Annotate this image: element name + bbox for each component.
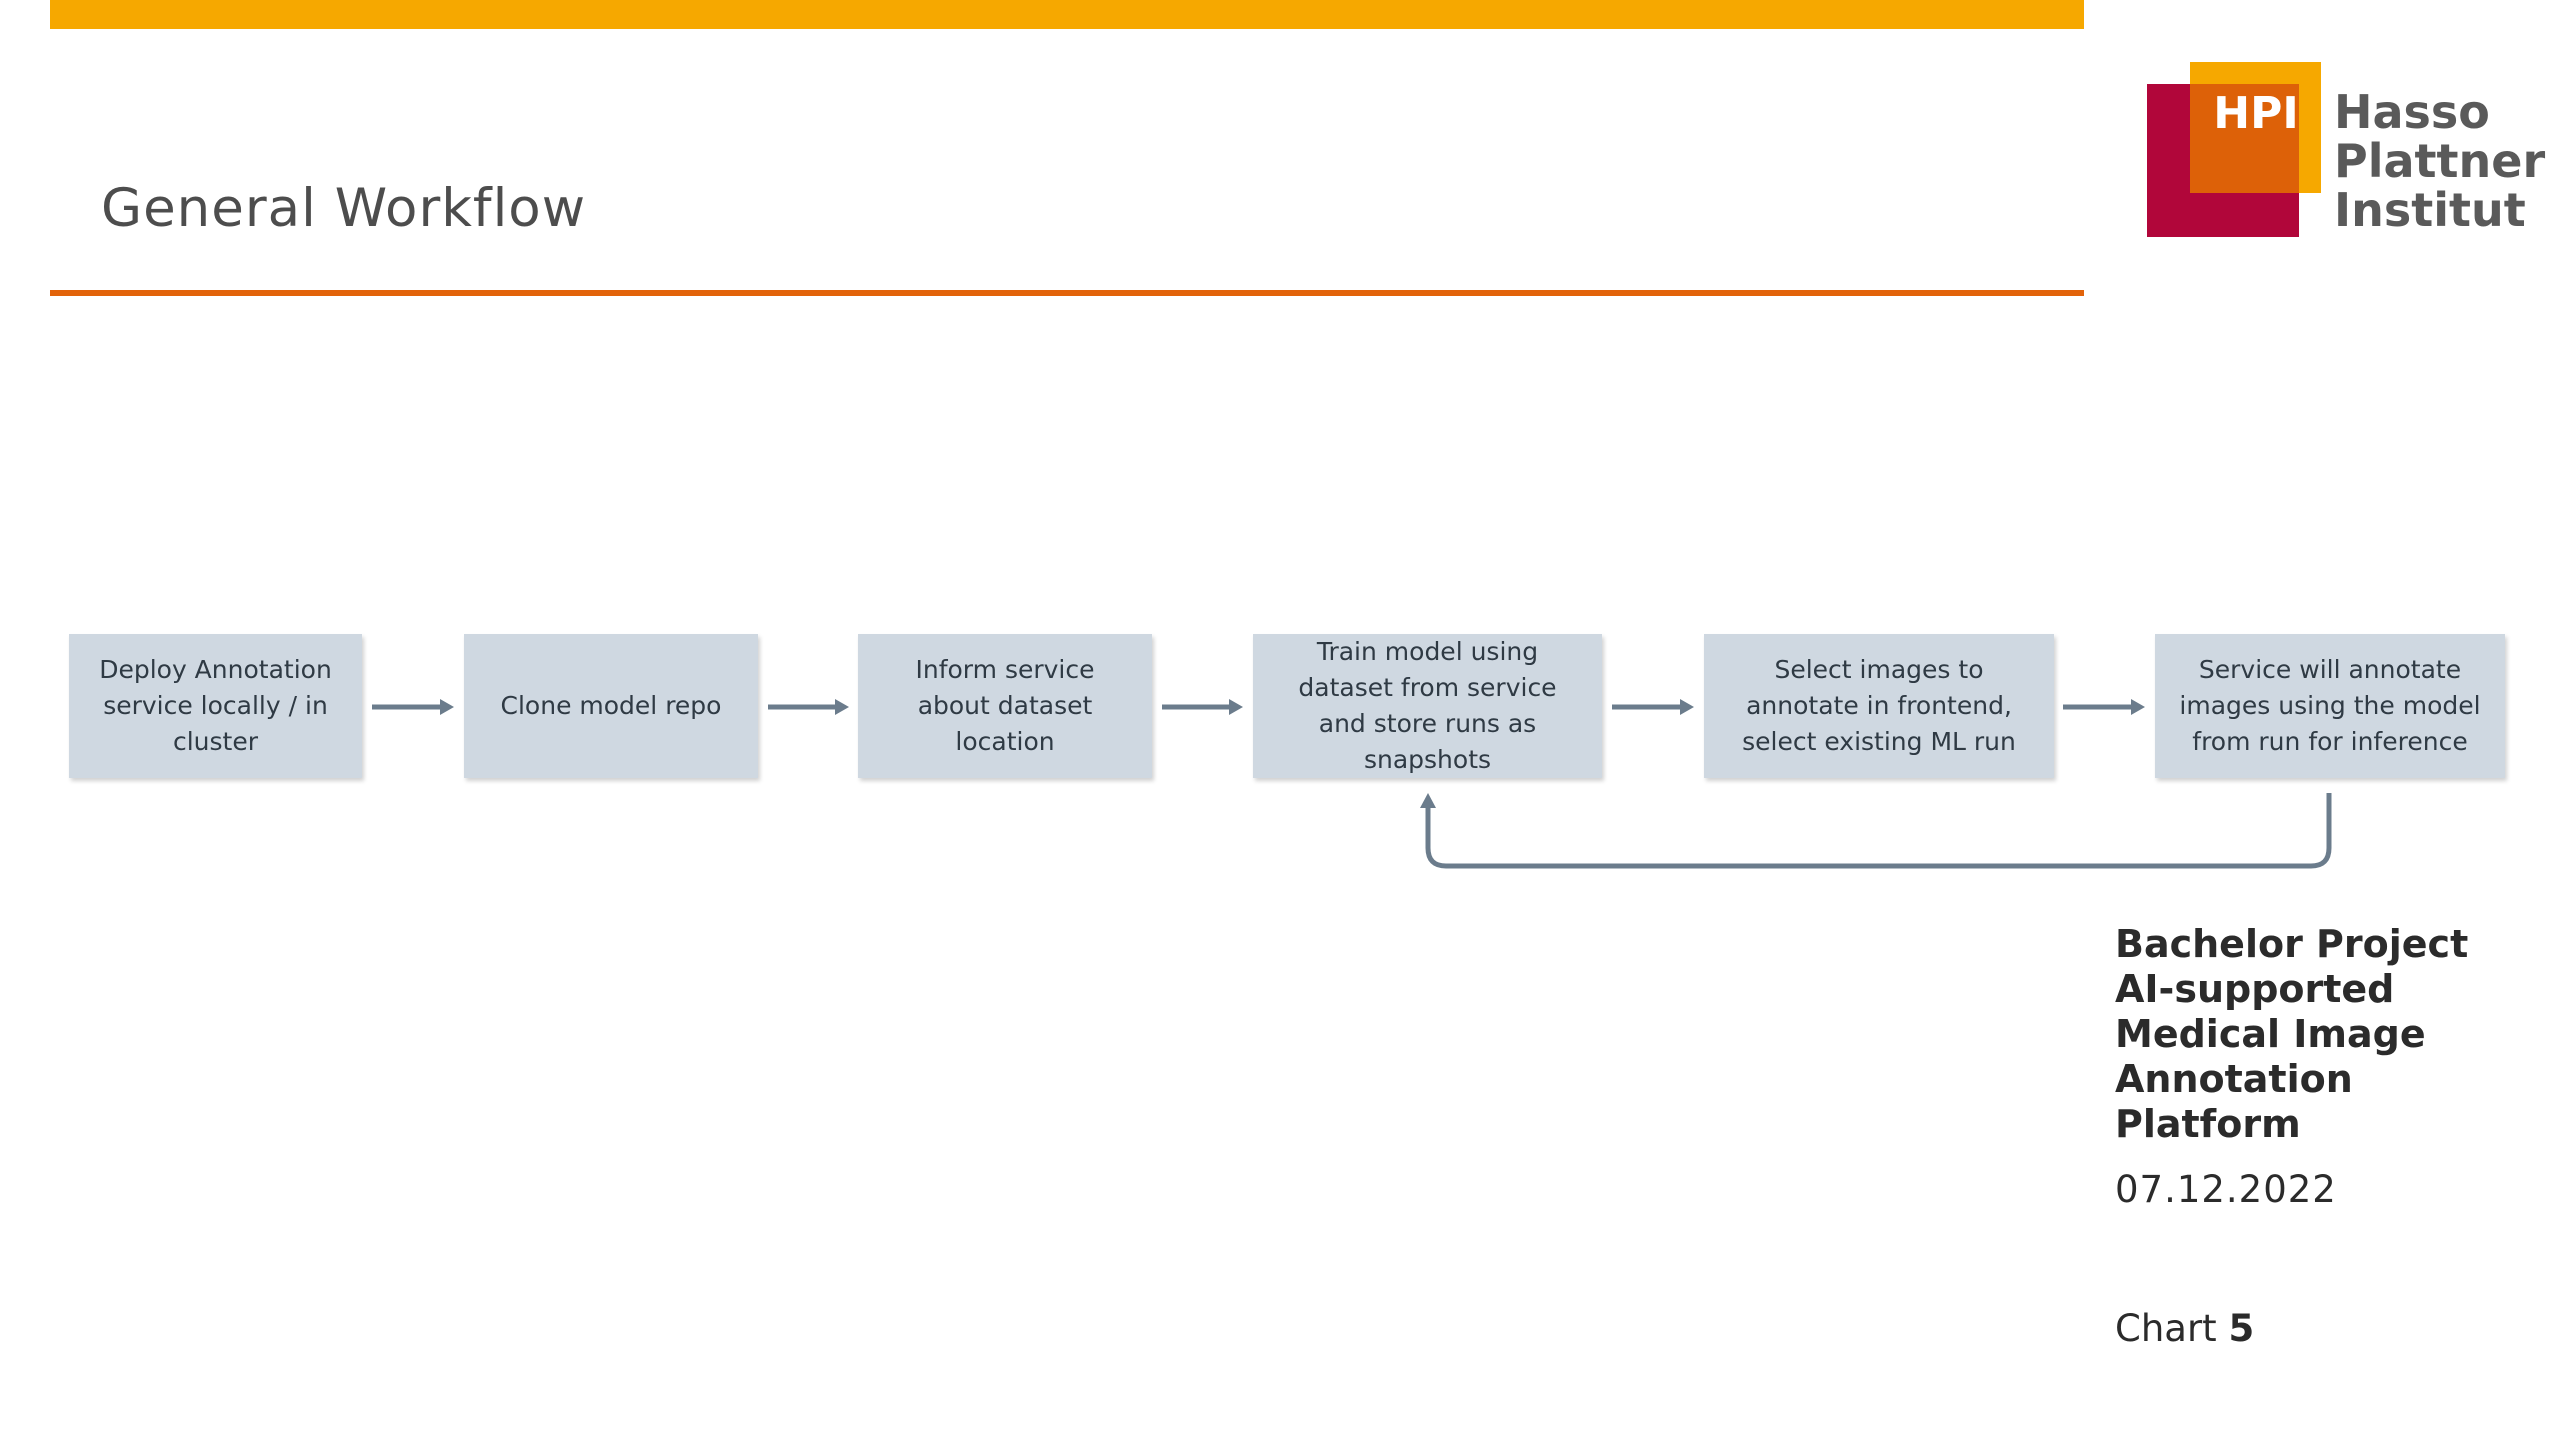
logo-overlap-square bbox=[2190, 84, 2299, 193]
arrowhead-1-2 bbox=[440, 699, 454, 715]
loop-arrow-6-4 bbox=[1425, 793, 2332, 869]
logo-wordmark: Hasso Plattner Institut bbox=[2334, 88, 2545, 235]
workflow-step-3: Inform service about dataset location bbox=[858, 634, 1152, 778]
top-accent-bar bbox=[50, 0, 2084, 29]
workflow-step-5: Select images to annotate in frontend, s… bbox=[1704, 634, 2054, 778]
slide-number: Chart 5 bbox=[2115, 1307, 2254, 1350]
arrowhead-5-6 bbox=[2131, 699, 2145, 715]
workflow-step-6: Service will annotate images using the m… bbox=[2155, 634, 2505, 778]
title-underline bbox=[50, 290, 2084, 296]
project-line-2: AI-supported bbox=[2115, 967, 2395, 1011]
chart-label-text: Chart bbox=[2115, 1307, 2217, 1350]
slide-title: General Workflow bbox=[101, 178, 587, 239]
project-line-1: Bachelor Project bbox=[2115, 922, 2469, 966]
logo-line-3: Institut bbox=[2334, 183, 2526, 237]
slide-date: 07.12.2022 bbox=[2115, 1168, 2337, 1211]
arrowhead-2-3 bbox=[835, 699, 849, 715]
project-line-5: Platform bbox=[2115, 1102, 2301, 1146]
workflow-step-1: Deploy Annotation service locally / in c… bbox=[69, 634, 362, 778]
arrowhead-loop bbox=[1420, 793, 1436, 808]
logo-abbreviation: HPI bbox=[2213, 88, 2299, 139]
workflow-step-2: Clone model repo bbox=[464, 634, 758, 778]
hpi-logo: HPI Hasso Plattner Institut bbox=[2147, 62, 2545, 247]
arrowhead-3-4 bbox=[1229, 699, 1243, 715]
logo-line-1: Hasso bbox=[2334, 85, 2490, 139]
arrowhead-4-5 bbox=[1680, 699, 1694, 715]
workflow-step-4: Train model using dataset from service a… bbox=[1253, 634, 1602, 778]
project-line-4: Annotation bbox=[2115, 1057, 2353, 1101]
project-line-3: Medical Image bbox=[2115, 1012, 2426, 1056]
project-title: Bachelor Project AI-supported Medical Im… bbox=[2115, 922, 2535, 1147]
chart-number: 5 bbox=[2228, 1307, 2255, 1350]
logo-line-2: Plattner bbox=[2334, 134, 2546, 188]
